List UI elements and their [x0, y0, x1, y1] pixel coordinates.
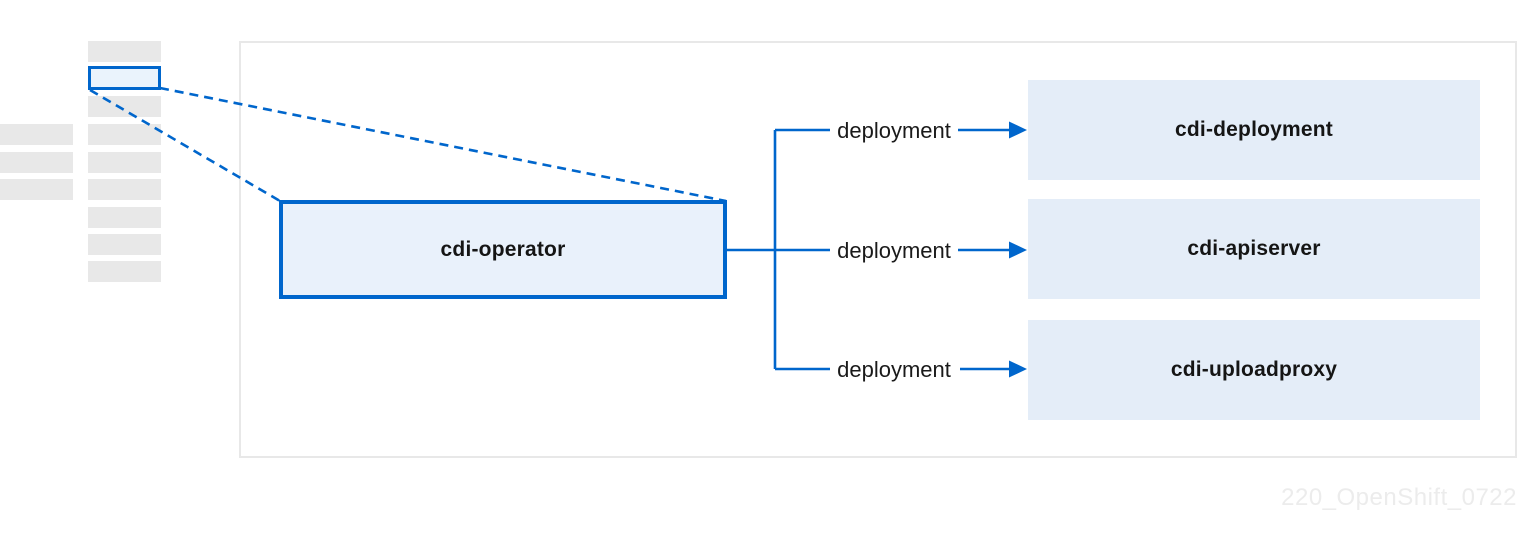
list-placeholder-bar: [88, 41, 161, 62]
list-placeholder-bar: [88, 96, 161, 117]
cdi-operator-label: cdi-operator: [440, 237, 566, 261]
cdi-uploadproxy-box: cdi-uploadproxy: [1028, 320, 1480, 420]
list-placeholder-bar: [88, 124, 161, 145]
highlighted-list-item: [88, 66, 161, 90]
list-placeholder-bar: [88, 207, 161, 228]
menu-placeholder-bar: [0, 179, 73, 200]
cdi-deployment-box: cdi-deployment: [1028, 80, 1480, 180]
list-placeholder-bar: [88, 261, 161, 282]
list-placeholder-bar: [88, 179, 161, 200]
deployment-label: deployment: [832, 356, 956, 384]
deployment-label: deployment: [832, 117, 956, 145]
list-placeholder-bar: [88, 152, 161, 173]
menu-placeholder-bar: [0, 152, 73, 173]
cdi-deployment-label: cdi-deployment: [1175, 118, 1333, 141]
cdi-apiserver-box: cdi-apiserver: [1028, 199, 1480, 299]
menu-placeholder-bar: [0, 124, 73, 145]
cdi-operator-box: cdi-operator: [279, 200, 727, 299]
list-placeholder-bar: [88, 234, 161, 255]
cdi-uploadproxy-label: cdi-uploadproxy: [1170, 358, 1338, 381]
watermark-text: 220_OpenShift_0722: [1281, 484, 1517, 511]
deployment-label: deployment: [832, 237, 956, 265]
cdi-apiserver-label: cdi-apiserver: [1187, 237, 1321, 260]
